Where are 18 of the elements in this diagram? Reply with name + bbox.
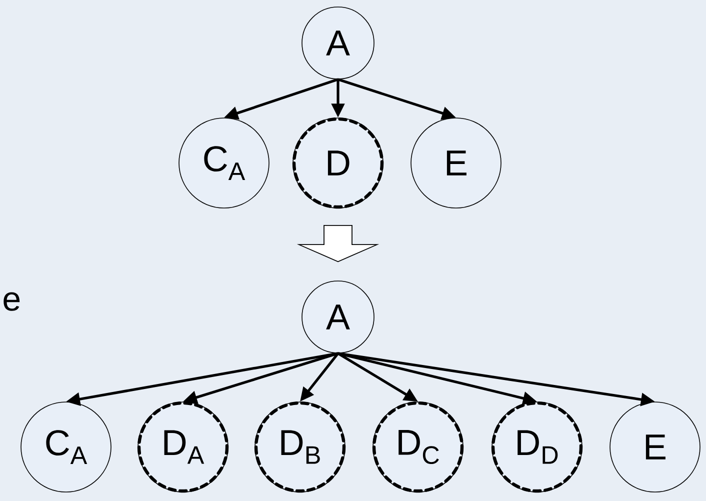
dashed-circle-node bbox=[292, 117, 384, 209]
circle-node: A bbox=[302, 6, 374, 80]
circle-node: E bbox=[410, 118, 502, 208]
dashed-circle-node bbox=[372, 401, 464, 493]
circle-node: C$_{A}$ bbox=[178, 118, 270, 208]
circle-node: A bbox=[302, 280, 374, 354]
node-label: D$_{C}$ bbox=[398, 430, 439, 464]
node-label: D$_{D}$ bbox=[518, 430, 558, 464]
hollow-arrow bbox=[296, 224, 380, 262]
circle-node: C$_{A}$ bbox=[20, 402, 112, 492]
node-label: D$_{B}$ bbox=[281, 430, 320, 464]
circle-node: E bbox=[610, 402, 700, 492]
node-label: D$_{A}$ bbox=[164, 430, 204, 464]
dashed-circle-node bbox=[491, 401, 583, 493]
dashed-circle-node bbox=[137, 401, 229, 493]
text-label: e bbox=[4, 292, 20, 311]
dashed-circle-node bbox=[254, 401, 346, 493]
node-label: D bbox=[328, 150, 350, 176]
